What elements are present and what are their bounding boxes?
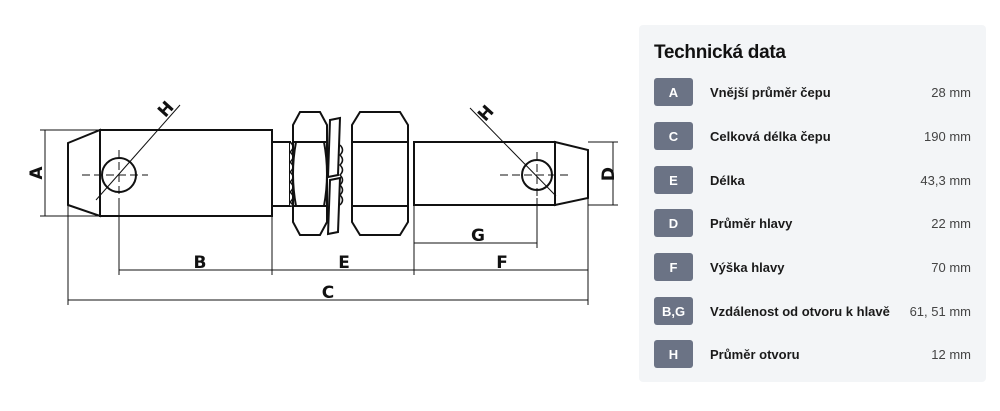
label-a: A <box>27 166 47 180</box>
spec-name: Vnější průměr čepu <box>710 84 831 100</box>
label-c: C <box>322 283 334 303</box>
spec-code-badge: A <box>654 78 693 106</box>
spec-code-badge: E <box>654 166 693 194</box>
spec-value: 28 mm <box>931 84 971 100</box>
label-d: D <box>599 167 619 181</box>
main-nut <box>351 111 409 236</box>
spring-washer <box>326 116 342 236</box>
label-g: G <box>471 226 485 246</box>
spec-code-badge: C <box>654 122 693 150</box>
spec-code-badge: B,G <box>654 297 693 325</box>
pin-technical-drawing: A D B E F G C H H <box>27 98 619 305</box>
spec-value: 12 mm <box>931 346 971 362</box>
spec-value: 190 mm <box>924 128 971 144</box>
spec-value: 22 mm <box>931 215 971 231</box>
spec-value: 61, 51 mm <box>909 303 971 319</box>
label-f: F <box>496 253 508 273</box>
spec-name: Výška hlavy <box>710 259 785 275</box>
spec-name: Průměr hlavy <box>710 215 793 231</box>
left-pin-tip <box>67 128 101 218</box>
spec-name: Délka <box>710 172 745 188</box>
spec-code-badge: F <box>654 253 693 281</box>
lock-nut <box>292 111 328 236</box>
label-b: B <box>194 253 207 273</box>
spec-value: 43,3 mm <box>920 172 971 188</box>
left-neck <box>271 141 291 207</box>
spec-row: A Vnější průměr čepu 28 mm <box>654 78 971 106</box>
spec-code-badge: H <box>654 340 693 368</box>
panel-title: Technická data <box>654 42 786 63</box>
spec-row: E Délka 43,3 mm <box>654 166 971 194</box>
spec-row: H Průměr otvoru 12 mm <box>654 340 971 368</box>
spec-code-badge: D <box>654 209 693 237</box>
h-leader-left <box>95 104 181 201</box>
spec-name: Celková délka čepu <box>710 128 831 144</box>
spec-row: D Průměr hlavy 22 mm <box>654 209 971 237</box>
label-h-right: H <box>474 102 498 126</box>
spec-name: Průměr otvoru <box>710 346 800 362</box>
spec-name: Vzdálenost od otvoru k hlavě <box>710 303 890 319</box>
spec-row: C Celková délka čepu 190 mm <box>654 122 971 150</box>
spec-row: B,G Vzdálenost od otvoru k hlavě 61, 51 mm <box>654 297 971 325</box>
right-pin-tip <box>554 140 589 207</box>
h-leader-right <box>469 107 557 197</box>
spec-row: F Výška hlavy 70 mm <box>654 253 971 281</box>
label-h-left: H <box>154 98 178 122</box>
spec-value: 70 mm <box>931 259 971 275</box>
label-e: E <box>338 253 350 273</box>
